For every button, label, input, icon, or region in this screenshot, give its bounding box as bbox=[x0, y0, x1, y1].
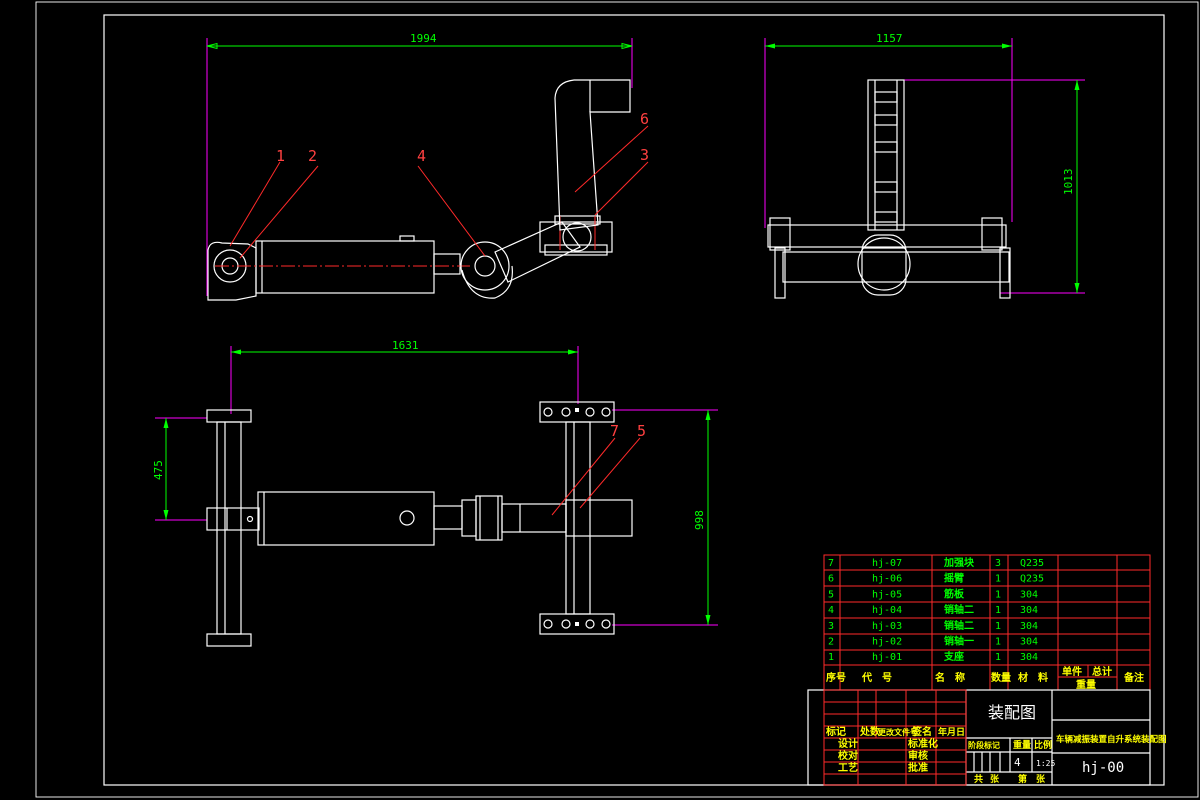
bom-cell-name: 筋板 bbox=[943, 587, 965, 600]
tb-label-signature: 签名 bbox=[911, 725, 932, 738]
balloon-6: 6 bbox=[640, 110, 649, 128]
bom-cell-code: hj-06 bbox=[872, 574, 902, 585]
dim-top-roller-span: 998 bbox=[693, 510, 706, 530]
bom-header-no: 序号 bbox=[826, 671, 846, 684]
bom-cell-name: 加强块 bbox=[943, 556, 975, 569]
dim-top-length: 1631 bbox=[392, 339, 419, 352]
bom-cell-qty: 1 bbox=[995, 605, 1001, 616]
tb-label-zhang2: 张 bbox=[1036, 773, 1046, 785]
bom-cell-no: 3 bbox=[828, 621, 834, 632]
bom-header-name: 名 称 bbox=[935, 671, 965, 684]
bom-cell-code: hj-07 bbox=[872, 558, 902, 569]
bom-header-qty: 数量 bbox=[991, 671, 1011, 684]
title-block: 标记 处数 更改文件号 签名 年月日 设计 标准化 校对 审核 工艺 批准 阶段… bbox=[807, 689, 1167, 786]
bom-cell-code: hj-01 bbox=[872, 652, 902, 663]
bom-header-remark: 备注 bbox=[1123, 671, 1144, 684]
bom-cell-material: Q235 bbox=[1020, 574, 1044, 585]
balloon-3: 3 bbox=[640, 146, 649, 164]
balloon-1: 1 bbox=[276, 147, 285, 165]
bom-header-code: 代 号 bbox=[861, 671, 892, 684]
bom-cell-name: 销轴二 bbox=[944, 619, 974, 632]
tb-label-check: 校对 bbox=[838, 749, 858, 762]
bom-cell-no: 4 bbox=[828, 605, 834, 616]
bom-cell-qty: 1 bbox=[995, 621, 1001, 632]
bom-cell-name: 销轴一 bbox=[944, 635, 974, 648]
bom-cell-code: hj-05 bbox=[872, 589, 902, 600]
dim-front-width: 1994 bbox=[410, 32, 437, 45]
bom-cell-no: 1 bbox=[828, 652, 834, 663]
front-view: 1994 1 2 4 6 3 bbox=[206, 32, 649, 301]
bom-cell-material: 304 bbox=[1020, 637, 1038, 648]
bom-cell-qty: 3 bbox=[995, 558, 1001, 569]
tb-label-total: 共 bbox=[974, 773, 983, 785]
balloon-4: 4 bbox=[417, 147, 426, 165]
bom-cell-code: hj-04 bbox=[872, 605, 902, 616]
drawing-number: hj-00 bbox=[1082, 760, 1124, 776]
tb-label-process: 工艺 bbox=[838, 761, 858, 774]
bom-cell-material: 304 bbox=[1020, 652, 1038, 663]
balloon-7-top: 7 bbox=[610, 422, 619, 440]
tb-label-date: 年月日 bbox=[938, 726, 965, 738]
bom-cell-no: 2 bbox=[828, 637, 834, 648]
bom-cell-qty: 1 bbox=[995, 652, 1001, 663]
drawing-title: 车辆减振装置自升系统装配图 bbox=[1056, 734, 1167, 745]
tb-label-stage-mark: 阶段标记 bbox=[968, 740, 1000, 750]
bom-cell-code: hj-03 bbox=[872, 621, 902, 632]
top-view: 1631 475 998 bbox=[152, 339, 718, 647]
bom-header-material: 材 料 bbox=[1018, 671, 1048, 684]
tb-label-approve: 批准 bbox=[908, 761, 928, 774]
tb-label-standardize: 标准化 bbox=[907, 737, 938, 750]
tb-label-zhang1: 张 bbox=[990, 773, 1000, 785]
bom-cell-material: Q235 bbox=[1020, 558, 1044, 569]
drawing-type: 装配图 bbox=[988, 703, 1036, 722]
bom-header-weight-total: 总计 bbox=[1092, 665, 1112, 678]
balloon-2: 2 bbox=[308, 147, 317, 165]
bom-cell-material: 304 bbox=[1020, 589, 1038, 600]
bom-cell-material: 304 bbox=[1020, 605, 1038, 616]
side-view: 1157 1013 bbox=[764, 32, 1085, 299]
inner-frame bbox=[103, 14, 1165, 786]
bom-cell-qty: 1 bbox=[995, 637, 1001, 648]
dim-side-height: 1013 bbox=[1062, 169, 1075, 196]
scale-value: 1:25 bbox=[1036, 759, 1055, 768]
bom-cell-no: 7 bbox=[828, 558, 834, 569]
tb-label-weight: 重量 bbox=[1013, 739, 1031, 751]
bom-cell-no: 5 bbox=[828, 589, 834, 600]
tb-label-sheet: 第 bbox=[1018, 773, 1027, 785]
tb-label-design: 设计 bbox=[838, 737, 858, 750]
bom-cell-name: 销轴二 bbox=[944, 603, 974, 616]
tb-label-qty-count: 处数 bbox=[859, 725, 881, 738]
bom-cell-code: hj-02 bbox=[872, 637, 902, 648]
bom-header-weight: 重量 bbox=[1076, 678, 1096, 691]
tb-label-change-doc: 更改文件号 bbox=[878, 727, 918, 737]
dim-top-bracket-span: 475 bbox=[152, 460, 165, 480]
bom-cell-name: 摇臂 bbox=[944, 572, 964, 585]
balloon-5-top: 5 bbox=[637, 422, 646, 440]
bom-cell-qty: 1 bbox=[995, 589, 1001, 600]
bom-cell-qty: 1 bbox=[995, 574, 1001, 585]
bom-cell-no: 6 bbox=[828, 574, 834, 585]
tb-label-review: 审核 bbox=[908, 749, 928, 762]
bom-cell-name: 支座 bbox=[943, 650, 964, 663]
bom-header-weight-single: 单件 bbox=[1062, 665, 1082, 678]
outer-frame bbox=[35, 1, 1199, 798]
tb-label-scale: 比例 bbox=[1034, 739, 1052, 751]
tb-label-mark: 标记 bbox=[825, 725, 846, 738]
dim-side-width: 1157 bbox=[876, 32, 903, 45]
bom-cell-material: 304 bbox=[1020, 621, 1038, 632]
sheet-count: 4 bbox=[1014, 756, 1021, 769]
